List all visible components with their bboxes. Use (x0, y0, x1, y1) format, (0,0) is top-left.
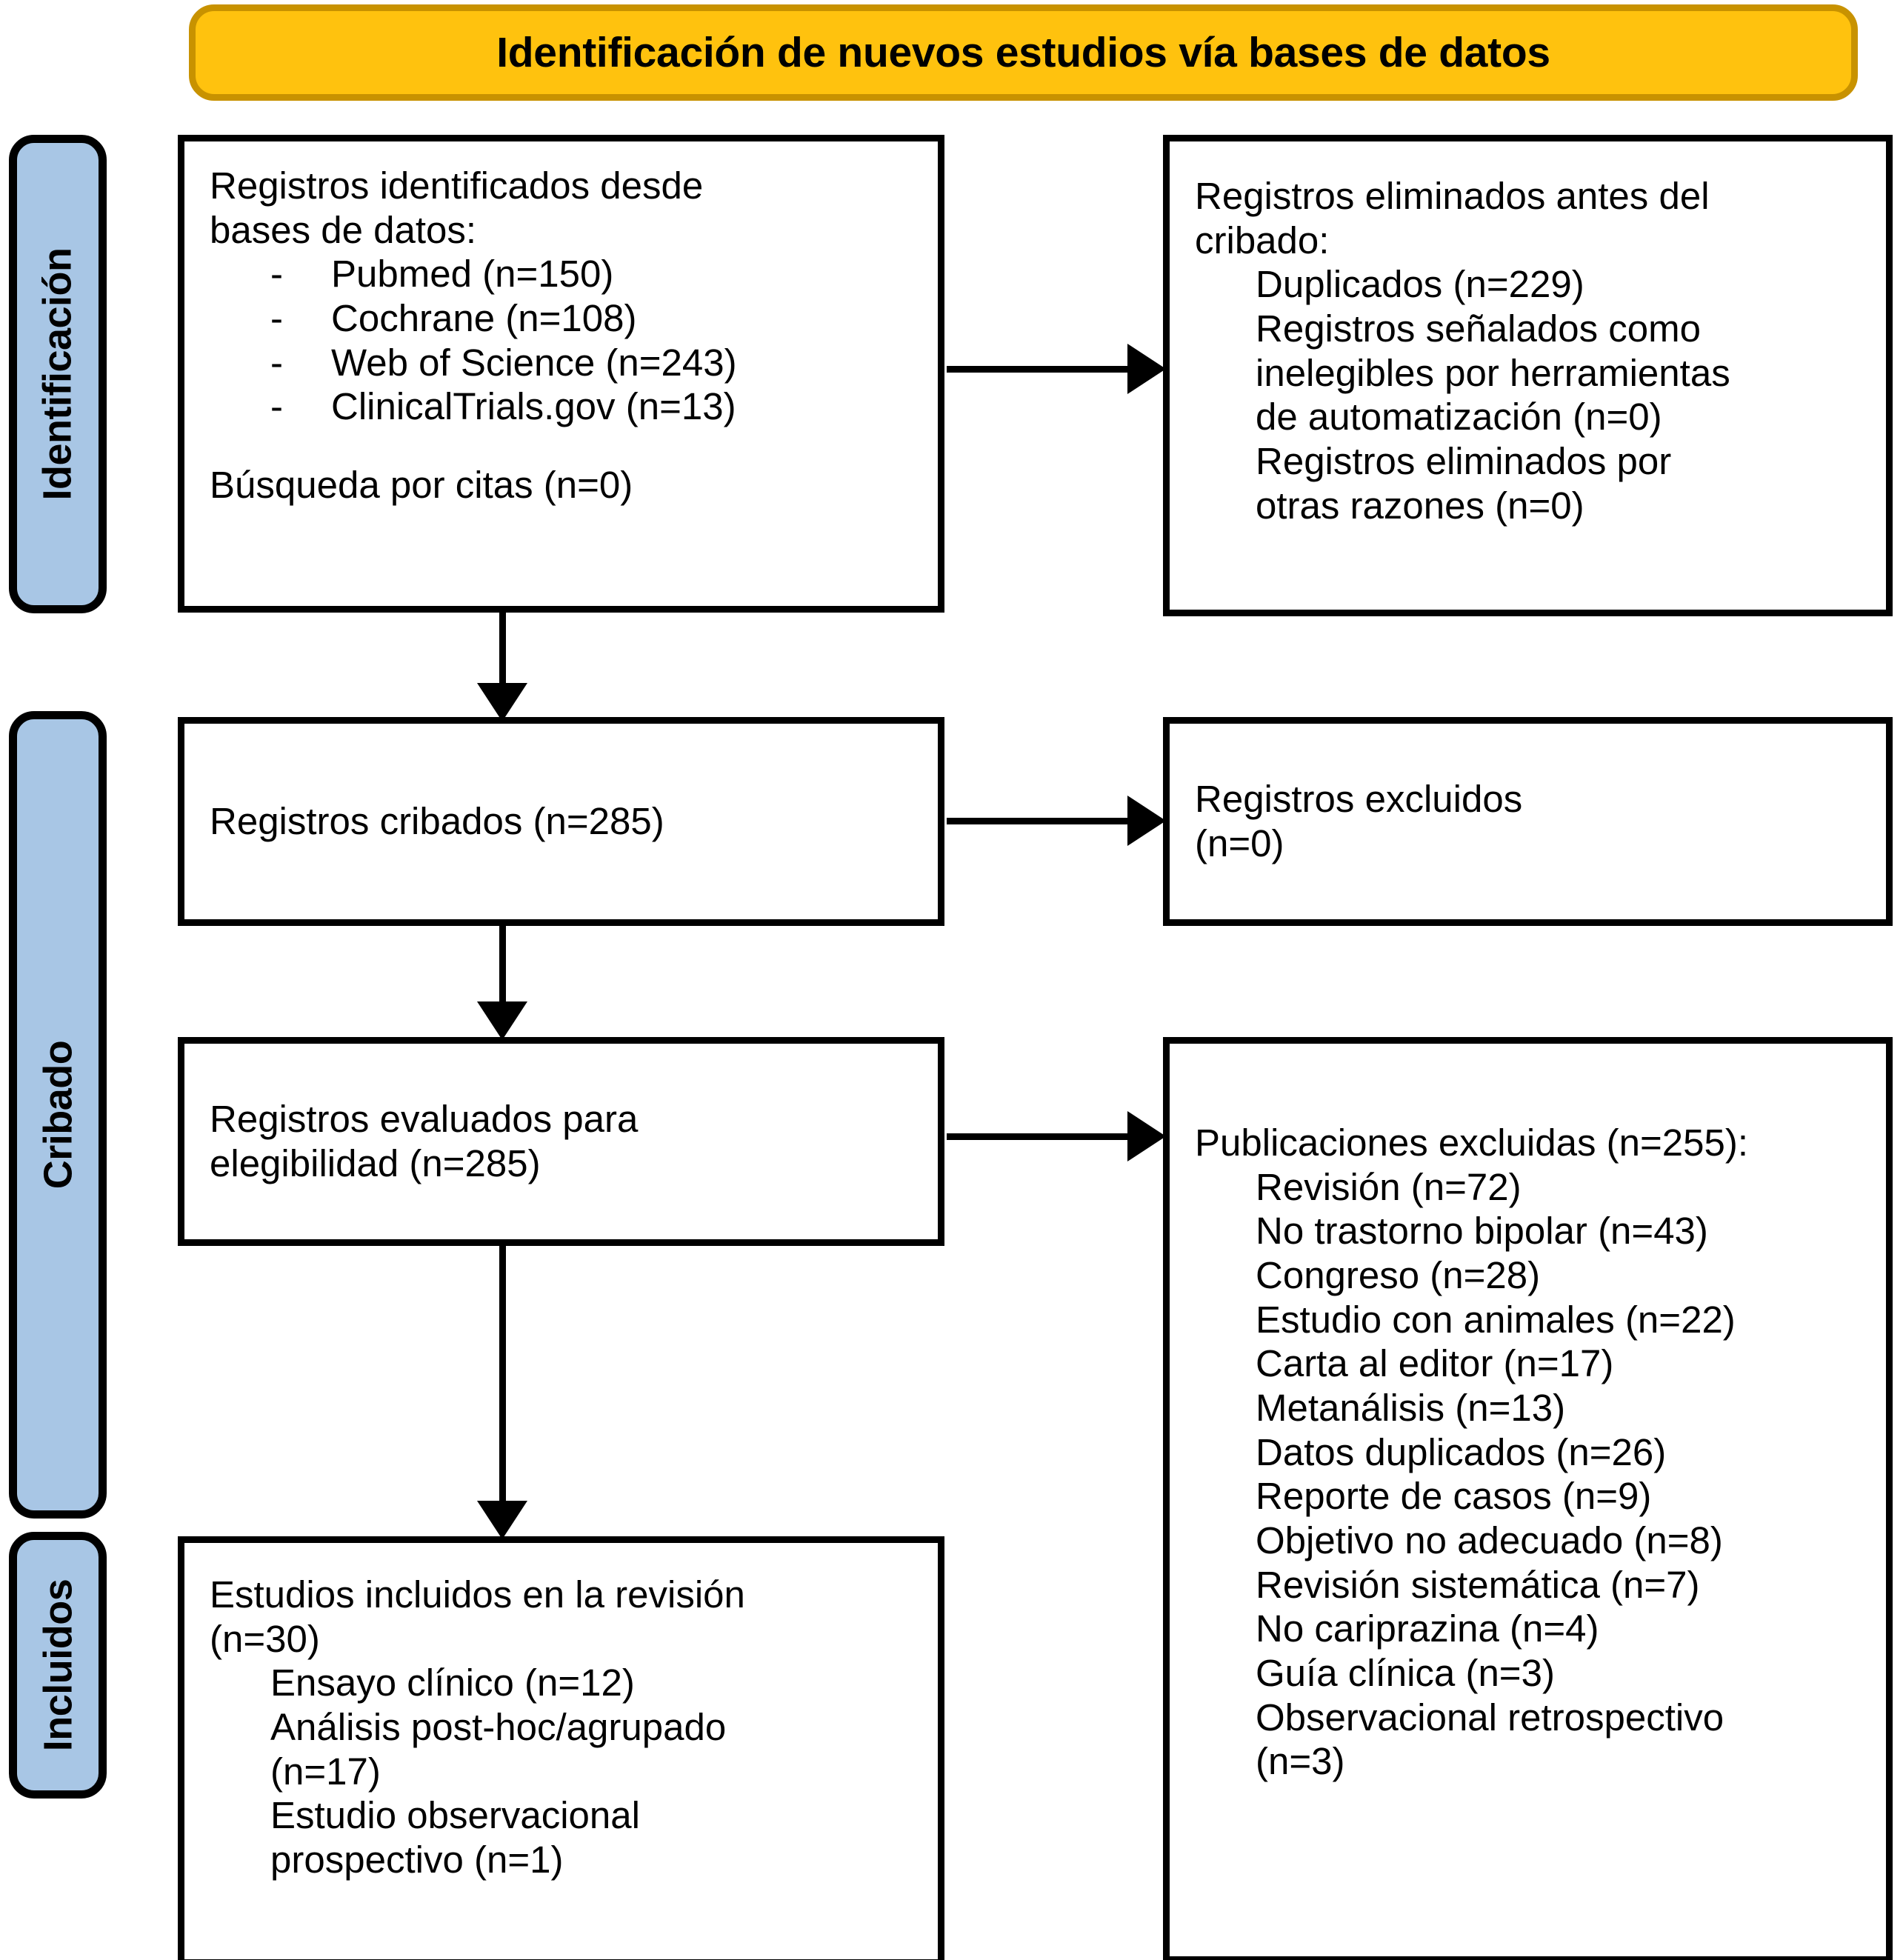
box-spacer (210, 429, 913, 463)
stage-tab-label-identificacion: Identificación (36, 247, 81, 501)
source-item-clinicaltrials: - ClinicalTrials.gov (n=13) (210, 384, 913, 429)
arrow-head-right-icon (1127, 796, 1166, 846)
arrow-eligibility-to-included (476, 1243, 529, 1539)
removed-reason-flagged-line1: Registros señalados como (1256, 307, 1701, 350)
included-type-post-hoc-line2: (n=17) (270, 1750, 381, 1793)
removed-reason-other-line2: otras razones (n=0) (1256, 484, 1584, 527)
records-excluded-line2: (n=0) (1195, 822, 1284, 864)
exclusion-reason-no-cariprazina: No cariprazina (n=4) (1256, 1607, 1599, 1650)
diagram-header-banner: Identificación de nuevos estudios vía ba… (189, 4, 1858, 101)
source-item-cochrane: - Cochrane (n=108) (210, 296, 913, 341)
exclusion-reason-guia-clinica: Guía clínica (n=3) (1256, 1651, 1555, 1694)
box-records-screened: Registros cribados (n=285) (178, 717, 944, 926)
exclusion-reason-observacional-line1: Observacional retrospectivo (1256, 1696, 1724, 1739)
included-type-post-hoc-line1: Análisis post-hoc/agrupado (270, 1705, 727, 1748)
arrow-head-right-icon (1127, 344, 1166, 394)
records-removed-heading-line1: Registros eliminados antes del (1195, 175, 1710, 217)
source-item-pubmed: - Pubmed (n=150) (210, 252, 913, 296)
source-label-cochrane: Cochrane (n=108) (331, 296, 637, 339)
records-identified-heading-line2: bases de datos: (210, 208, 477, 251)
records-excluded-line1: Registros excluidos (1195, 778, 1523, 821)
dash-bullet-icon: - (270, 385, 283, 428)
records-identified-heading-line1: Registros identificados desde (210, 164, 704, 207)
records-removed-heading-line2: cribado: (1195, 219, 1330, 261)
exclusion-reason-reporte-casos: Reporte de casos (n=9) (1256, 1475, 1652, 1518)
publications-excluded-heading: Publicaciones excluidas (n=255): (1195, 1121, 1749, 1164)
arrow-screened-to-records-excluded (947, 796, 1166, 846)
source-label-clinicaltrials: ClinicalTrials.gov (n=13) (331, 385, 736, 428)
arrow-shaft (499, 1243, 506, 1501)
box-records-assessed-eligibility: Registros evaluados para elegibilidad (n… (178, 1037, 944, 1246)
banner-title: Identificación de nuevos estudios vía ba… (496, 28, 1550, 76)
arrow-shaft (947, 818, 1129, 824)
dash-bullet-icon: - (270, 296, 283, 339)
eligibility-group: Registros evaluados para elegibilidad (n… (210, 1097, 638, 1185)
exclusion-reason-no-bipolar: No trastorno bipolar (n=43) (1256, 1210, 1708, 1253)
studies-included-heading-line2: (n=30) (210, 1617, 320, 1660)
removed-reason-duplicados: Duplicados (n=229) (1256, 263, 1584, 306)
dash-bullet-icon: - (270, 341, 283, 384)
included-type-observacional-line2: prospectivo (n=1) (270, 1838, 564, 1881)
records-screened-label: Registros cribados (n=285) (210, 800, 664, 843)
dash-bullet-icon: - (270, 253, 283, 296)
exclusion-reason-metanalisis: Metanálisis (n=13) (1256, 1386, 1566, 1429)
arrow-eligibility-to-publications-excluded (947, 1111, 1166, 1161)
arrow-head-right-icon (1127, 1111, 1166, 1161)
arrow-head-down-icon (477, 1001, 527, 1040)
citation-search-label: Búsqueda por citas (n=0) (210, 463, 633, 506)
source-item-web-of-science: - Web of Science (n=243) (210, 341, 913, 385)
records-excluded-group: Registros excluidos (n=0) (1195, 777, 1522, 865)
removed-reason-flagged-line2: inelegibles por herramientas (1256, 351, 1730, 394)
eligibility-line2: elegibilidad (n=285) (210, 1142, 541, 1184)
eligibility-line1: Registros evaluados para (210, 1098, 639, 1141)
removed-reason-flagged-line3: de automatización (n=0) (1256, 396, 1662, 439)
arrow-screened-to-eligibility (476, 923, 529, 1040)
exclusion-reason-revision-sistematica: Revisión sistemática (n=7) (1256, 1563, 1700, 1606)
box-records-removed-before-screening: Registros eliminados antes del cribado: … (1163, 135, 1893, 616)
source-label-pubmed: Pubmed (n=150) (331, 253, 614, 296)
included-type-observacional-line1: Estudio observacional (270, 1794, 640, 1837)
arrow-shaft (499, 610, 506, 683)
removed-reason-other-line1: Registros eliminados por (1256, 439, 1672, 482)
arrow-shaft (947, 1133, 1129, 1140)
box-records-excluded: Registros excluidos (n=0) (1163, 717, 1893, 926)
arrow-head-down-icon (477, 1501, 527, 1539)
box-studies-included: Estudios incluidos en la revisión (n=30)… (178, 1536, 944, 1960)
stage-tab-identificacion: Identificación (9, 135, 107, 613)
exclusion-reason-congreso: Congreso (n=28) (1256, 1253, 1541, 1296)
exclusion-reason-animales: Estudio con animales (n=22) (1256, 1298, 1736, 1341)
arrow-head-down-icon (477, 683, 527, 721)
exclusion-reason-revision: Revisión (n=72) (1256, 1165, 1522, 1208)
box-publications-excluded: Publicaciones excluidas (n=255): Revisió… (1163, 1037, 1893, 1960)
source-label-web-of-science: Web of Science (n=243) (331, 341, 737, 384)
stage-tab-label-cribado: Cribado (36, 1040, 81, 1190)
exclusion-reason-objetivo-no-adecuado: Objetivo no adecuado (n=8) (1256, 1519, 1723, 1561)
stage-tab-label-incluidos: Incluidos (36, 1579, 81, 1752)
studies-included-heading-line1: Estudios incluidos en la revisión (210, 1573, 745, 1616)
arrow-shaft (499, 923, 506, 1001)
exclusion-reason-carta-editor: Carta al editor (n=17) (1256, 1342, 1614, 1385)
arrow-identified-to-removed (947, 344, 1166, 394)
exclusion-reason-datos-duplicados: Datos duplicados (n=26) (1256, 1430, 1667, 1473)
stage-tab-incluidos: Incluidos (9, 1532, 107, 1799)
arrow-shaft (947, 366, 1129, 373)
box-records-identified: Registros identificados desde bases de d… (178, 135, 944, 613)
included-type-ensayo-clinico: Ensayo clínico (n=12) (270, 1661, 635, 1704)
stage-tab-cribado: Cribado (9, 711, 107, 1519)
arrow-identified-to-screened (476, 610, 529, 721)
exclusion-reason-observacional-line2: (n=3) (1256, 1740, 1345, 1783)
